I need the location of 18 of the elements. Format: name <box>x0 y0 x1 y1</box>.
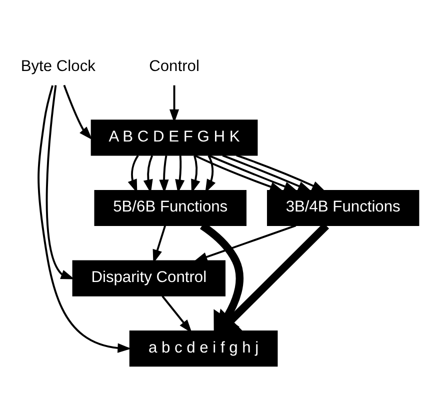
node-box: 5B/6B Functions <box>94 190 246 226</box>
arrow <box>222 154 312 192</box>
node-box: a b c d e i f g h j <box>129 330 278 367</box>
arrow <box>162 296 192 334</box>
node-text: Byte Clock <box>20 58 96 76</box>
arrow <box>63 84 92 140</box>
node-box: Disparity Control <box>72 260 226 296</box>
node-text: Control <box>149 58 200 76</box>
arrow <box>194 224 296 262</box>
arrow <box>46 85 75 280</box>
arrow <box>236 154 326 192</box>
arrow <box>194 154 284 192</box>
node-box: 3B/4B Functions <box>266 190 420 226</box>
arrow <box>152 226 166 264</box>
arrow <box>208 154 298 192</box>
arrow <box>38 85 132 353</box>
node-box: A B C D E F G H K <box>90 120 258 156</box>
arrow <box>205 155 216 193</box>
